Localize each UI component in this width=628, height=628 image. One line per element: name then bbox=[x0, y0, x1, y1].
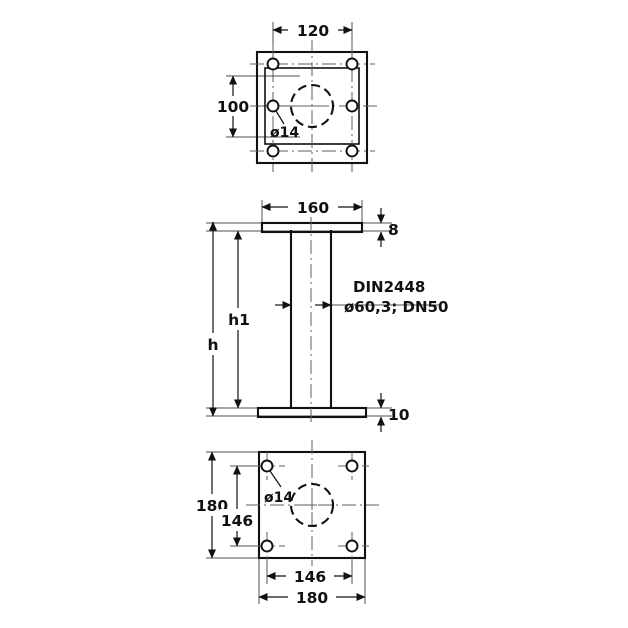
dimension-180-horizontal: 180 bbox=[258, 587, 366, 607]
bottom-view-pipe-outline bbox=[289, 482, 335, 528]
top-view-pipe-outline bbox=[289, 83, 335, 129]
front-view-top-plate bbox=[260, 221, 364, 234]
dimension-180-vertical: 180 bbox=[195, 451, 229, 559]
dimension-146-horizontal-label: 146 bbox=[294, 568, 326, 586]
dimension-8-label: 8 bbox=[388, 221, 399, 239]
front-view-pipe bbox=[289, 229, 333, 410]
dimension-160: 160 bbox=[261, 197, 363, 217]
top-view-hole-callout: ø14 bbox=[270, 110, 299, 141]
top-view-hole-diameter-label: ø14 bbox=[270, 125, 299, 141]
dimension-100: 100 bbox=[216, 75, 250, 138]
dimension-100-label: 100 bbox=[217, 98, 250, 116]
top-view-holes bbox=[266, 57, 359, 158]
dimension-h-label: h bbox=[207, 336, 218, 354]
dimension-146-vertical: 146 bbox=[220, 465, 254, 547]
bottom-view-hole-callout: ø14 bbox=[264, 470, 293, 506]
dimension-120-label: 120 bbox=[297, 22, 330, 40]
dimension-180-horizontal-label: 180 bbox=[296, 589, 329, 607]
dimension-h: h bbox=[202, 221, 224, 417]
dimension-8: 8 bbox=[377, 208, 399, 247]
bottom-view-group: 180 146 146 180 ø14 bbox=[195, 440, 379, 607]
dimension-120: 120 bbox=[272, 20, 353, 40]
bottom-view-pipe-center-marks bbox=[303, 496, 321, 514]
front-view-group: 160 8 10 h h1 bbox=[202, 197, 448, 432]
dimension-h1: h1 bbox=[224, 230, 254, 409]
top-view-centerlines bbox=[243, 38, 381, 176]
dimension-h1-label: h1 bbox=[228, 311, 250, 329]
dimension-10: 10 bbox=[377, 393, 410, 432]
bottom-view-holes bbox=[260, 459, 359, 553]
dimension-146-horizontal: 146 bbox=[266, 566, 353, 586]
pipe-spec-standard: DIN2448 bbox=[353, 278, 425, 296]
pipe-spec-size: ø60,3; DN50 bbox=[344, 298, 448, 316]
pipe-spec-note: DIN2448 ø60,3; DN50 bbox=[344, 278, 448, 316]
top-view-group: 120 100 ø14 bbox=[216, 20, 381, 176]
dimension-160-label: 160 bbox=[297, 199, 330, 217]
dimension-10-label: 10 bbox=[388, 406, 410, 424]
dimension-146-vertical-label: 146 bbox=[221, 512, 253, 530]
front-view-base-plate bbox=[256, 406, 368, 419]
bottom-view-hole-diameter-label: ø14 bbox=[264, 490, 293, 506]
